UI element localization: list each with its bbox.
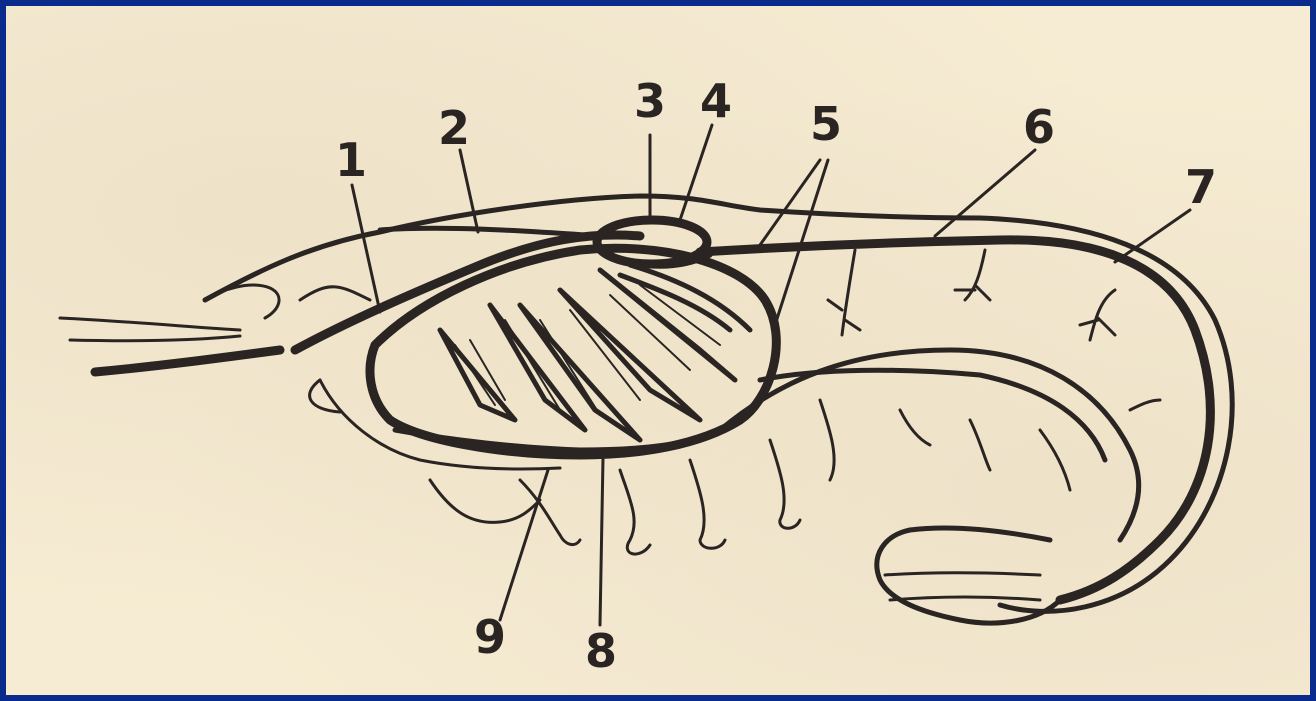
shrimp-circulatory-diagram: 1 2 3 4 5 6 7 8 9 [6,6,1310,695]
leader-2 [460,150,478,232]
label-2: 2 [438,101,470,155]
label-1: 1 [335,133,367,187]
label-6: 6 [1023,100,1055,154]
leader-8 [600,458,603,625]
antennae [60,318,280,372]
leader-4 [680,125,712,220]
label-9: 9 [474,610,506,664]
leader-9 [500,470,548,620]
label-8: 8 [585,624,617,678]
gills [370,248,776,455]
body-outline [205,196,1232,611]
diagram-canvas: 1 2 3 4 5 6 7 8 9 [6,6,1310,695]
label-7: 7 [1185,160,1217,214]
label-3: 3 [634,74,666,128]
label-5: 5 [810,97,842,151]
label-4: 4 [700,74,732,128]
ventral-vessel [395,350,1139,540]
